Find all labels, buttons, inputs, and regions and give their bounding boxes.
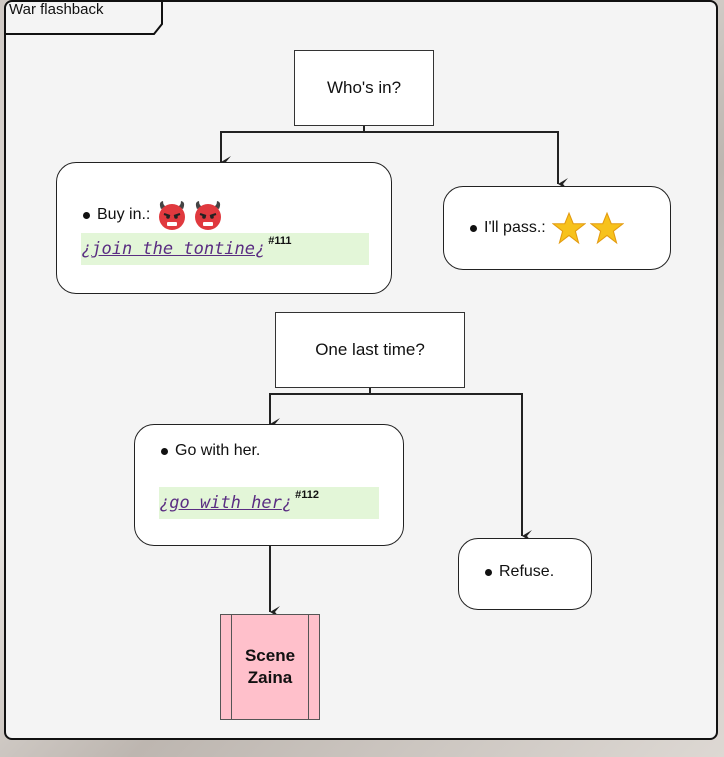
passage-link[interactable]: join the tontine: [91, 239, 256, 259]
question-box-whos-in: Who's in?: [294, 50, 434, 126]
devil-icon: [159, 201, 186, 230]
choice-label: Refuse.: [499, 563, 555, 580]
question-box-one-last-time: One last time?: [275, 312, 465, 388]
choice-buy-in[interactable]: Buy in.: ¿ join th: [56, 162, 392, 294]
question-text: Who's in?: [326, 78, 402, 97]
choice-label: I'll pass.:: [484, 219, 546, 236]
star-icon: [589, 211, 624, 245]
flow-edges: [220, 126, 568, 618]
diagram-frame: War flashback Who's in? Buy in.:: [4, 0, 718, 740]
passage-link-row: ¿ join the tontine ¿ #111: [81, 233, 369, 265]
choice-go-with-her[interactable]: Go with her. ¿ go with her ¿ #112: [134, 424, 404, 546]
passage-ref: #112: [295, 489, 319, 501]
devil-icon: [195, 201, 222, 230]
scene-title-line1: Scene: [244, 646, 296, 665]
bullet-icon: [161, 447, 168, 455]
choice-refuse[interactable]: Refuse.: [458, 538, 592, 610]
passage-link[interactable]: go with her: [169, 493, 282, 513]
frame-tab: [6, 2, 163, 35]
passage-link-row: ¿ go with her ¿ #112: [159, 487, 379, 519]
edge-q2-refuse: [370, 393, 532, 542]
edge-q1-buy: [220, 131, 364, 168]
choice-label: Buy in.:: [97, 206, 151, 223]
bullet-icon: [470, 224, 477, 232]
scene-zaina-box[interactable]: Scene Zaina: [220, 614, 320, 720]
question-text: One last time?: [315, 340, 425, 359]
edge-q2-go: [269, 393, 370, 430]
passage-ref: #111: [268, 235, 292, 247]
edge-q1-pass: [364, 131, 568, 190]
choice-label: Go with her.: [175, 442, 261, 459]
star-icon: [551, 211, 586, 245]
choice-pass[interactable]: I'll pass.:: [443, 186, 671, 270]
bullet-icon: [485, 568, 492, 576]
scene-title-line2: Zaina: [247, 668, 293, 687]
frame-title: War flashback: [9, 1, 104, 18]
bullet-icon: [83, 211, 90, 219]
